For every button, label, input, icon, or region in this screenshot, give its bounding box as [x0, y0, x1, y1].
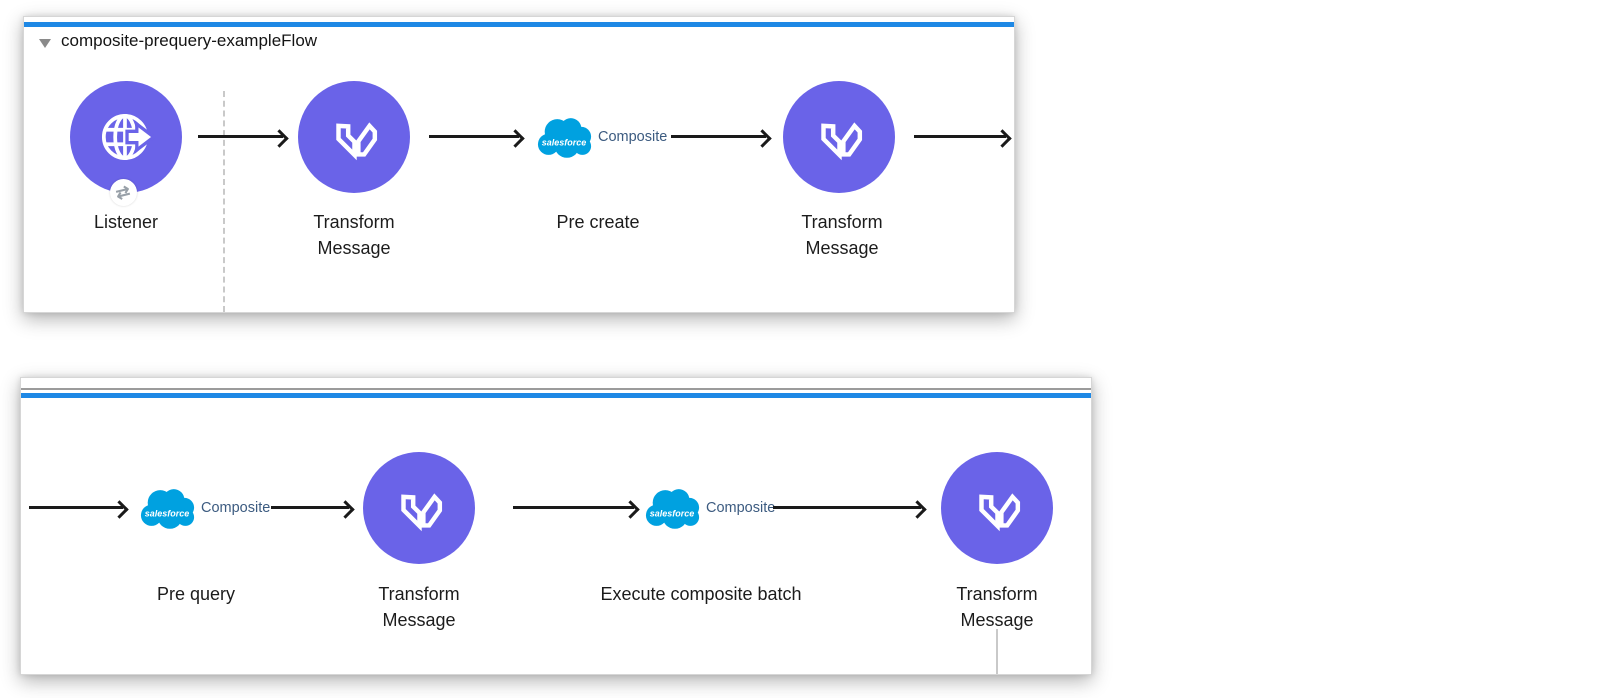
flow-container-divider-line — [21, 388, 1091, 390]
salesforce-wordmark: salesforce — [145, 508, 189, 518]
node-label: Listener — [93, 212, 159, 232]
dataweave-icon — [336, 122, 378, 161]
flow-connector-arrow — [773, 506, 921, 509]
dataweave-icon — [821, 122, 863, 161]
transform-message-node[interactable] — [783, 81, 895, 193]
transform-message-node[interactable] — [298, 81, 410, 193]
collapse-triangle-icon[interactable] — [39, 39, 51, 48]
transform-message-node[interactable] — [941, 452, 1053, 564]
salesforce-pre-create-node[interactable]: salesforce Composite — [536, 114, 667, 160]
flow-connector-arrow — [29, 506, 123, 509]
node-label: Transform Message — [801, 212, 883, 258]
flow-connector-arrow — [271, 506, 349, 509]
connector-product-name: Composite — [201, 500, 271, 516]
salesforce-cloud-icon: salesforce — [537, 117, 592, 158]
node-label: Transform Message — [956, 584, 1038, 630]
node-label: Transform Message — [313, 212, 395, 258]
source-section-divider — [223, 91, 225, 312]
flow-canvas-window-1: composite-prequery-exampleFlow ⇄ Listene… — [23, 16, 1015, 313]
node-label: Pre create — [556, 212, 640, 232]
salesforce-wordmark: salesforce — [542, 137, 586, 147]
flow-connector-arrow — [513, 506, 634, 509]
salesforce-cloud-icon: salesforce — [645, 488, 700, 529]
flow-canvas-window-2: salesforce Composite Pre query Transform… — [20, 377, 1092, 675]
flow-connector-arrow — [671, 135, 766, 138]
flow-title: composite-prequery-exampleFlow — [61, 31, 318, 50]
salesforce-pre-query-node[interactable]: salesforce Composite — [139, 485, 270, 531]
node-label: Pre query — [156, 584, 236, 604]
flow-selection-accent-bar — [24, 22, 1014, 27]
flow-connector-arrow — [429, 135, 519, 138]
exchange-arrows-icon: ⇄ — [110, 179, 137, 206]
connector-product-name: Composite — [598, 129, 668, 145]
salesforce-cloud-icon: salesforce — [140, 488, 195, 529]
salesforce-execute-composite-batch-node[interactable]: salesforce Composite — [644, 485, 775, 531]
flow-selection-accent-bar — [21, 393, 1091, 398]
node-label: Transform Message — [378, 584, 460, 630]
flow-connector-arrow — [914, 135, 1006, 138]
node-label: Execute composite batch — [600, 584, 802, 604]
listener-node[interactable] — [70, 81, 182, 193]
salesforce-wordmark: salesforce — [650, 508, 694, 518]
http-listener-globe-icon — [101, 114, 157, 160]
downstream-connector-line — [996, 629, 998, 674]
transform-message-node[interactable] — [363, 452, 475, 564]
dataweave-icon — [979, 493, 1021, 532]
connector-product-name: Composite — [706, 500, 776, 516]
dataweave-icon — [401, 493, 443, 532]
flow-connector-arrow — [198, 135, 283, 138]
